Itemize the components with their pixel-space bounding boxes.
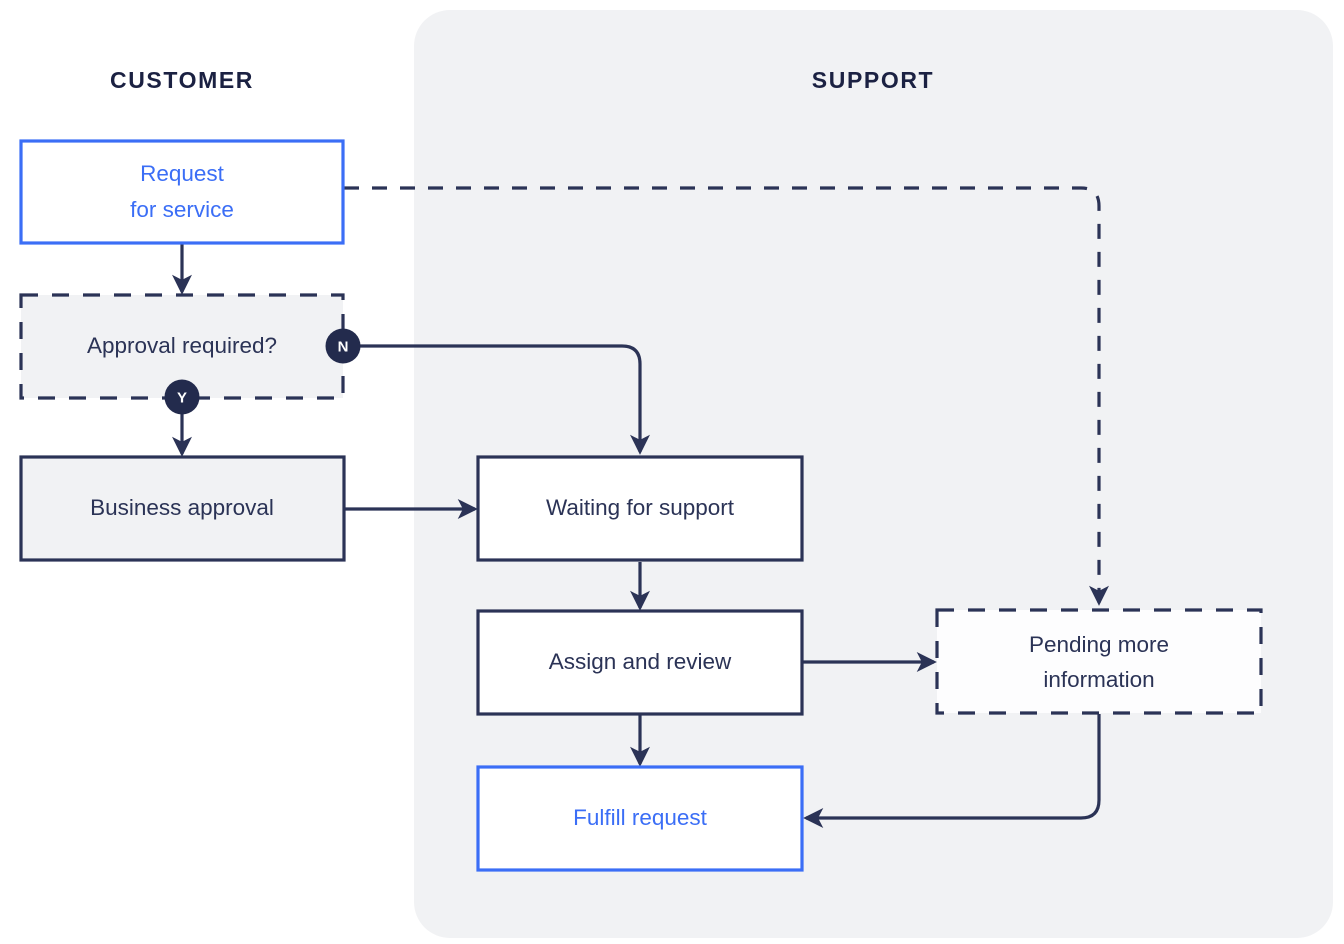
node-approval-required-label: Approval required?	[87, 333, 277, 358]
node-fulfill-request-box	[476, 765, 804, 872]
node-business-approval-box	[19, 455, 346, 562]
node-waiting-for-support-label: Waiting for support	[546, 495, 735, 520]
node-pending-more-information-label-line1: Pending more	[1029, 632, 1169, 657]
branch-badge-no[interactable]: N	[325, 328, 361, 364]
node-business-approval[interactable]: Business approval	[19, 455, 346, 562]
node-pending-more-information-label-line2: information	[1043, 667, 1154, 692]
edge-request-to-pending	[344, 186, 1109, 606]
node-request-for-service-label-line2: for service	[130, 197, 234, 222]
branch-badge-no-circle	[325, 328, 361, 364]
node-fulfill-request[interactable]: Fulfill request	[476, 765, 804, 872]
node-business-approval-label: Business approval	[90, 495, 274, 520]
branch-badge-yes-circle	[164, 379, 200, 415]
branch-badge-no-label: N	[338, 339, 349, 356]
node-waiting-for-support[interactable]: Waiting for support	[476, 455, 804, 562]
branch-badge-yes[interactable]: Y	[164, 379, 200, 415]
edge-pending-to-fulfill	[803, 714, 1101, 828]
swimlane-title-support: SUPPORT	[812, 67, 934, 93]
node-request-for-service-label-line1: Request	[140, 161, 225, 186]
branch-badge-yes-label: Y	[177, 390, 187, 407]
node-fulfill-request-label: Fulfill request	[573, 805, 708, 830]
node-assign-and-review-label: Assign and review	[549, 649, 732, 674]
node-assign-and-review[interactable]: Assign and review	[476, 609, 804, 716]
swimlane-title-customer: CUSTOMER	[110, 67, 254, 93]
node-pending-more-information[interactable]: Pending more information	[935, 608, 1263, 715]
node-request-for-service[interactable]: Request for service	[19, 139, 345, 245]
node-assign-and-review-box	[476, 609, 804, 716]
node-waiting-for-support-box	[476, 455, 804, 562]
edge-approval-no-to-waiting	[344, 344, 650, 455]
node-pending-more-information-box	[935, 608, 1263, 715]
node-request-for-service-box	[19, 139, 345, 245]
